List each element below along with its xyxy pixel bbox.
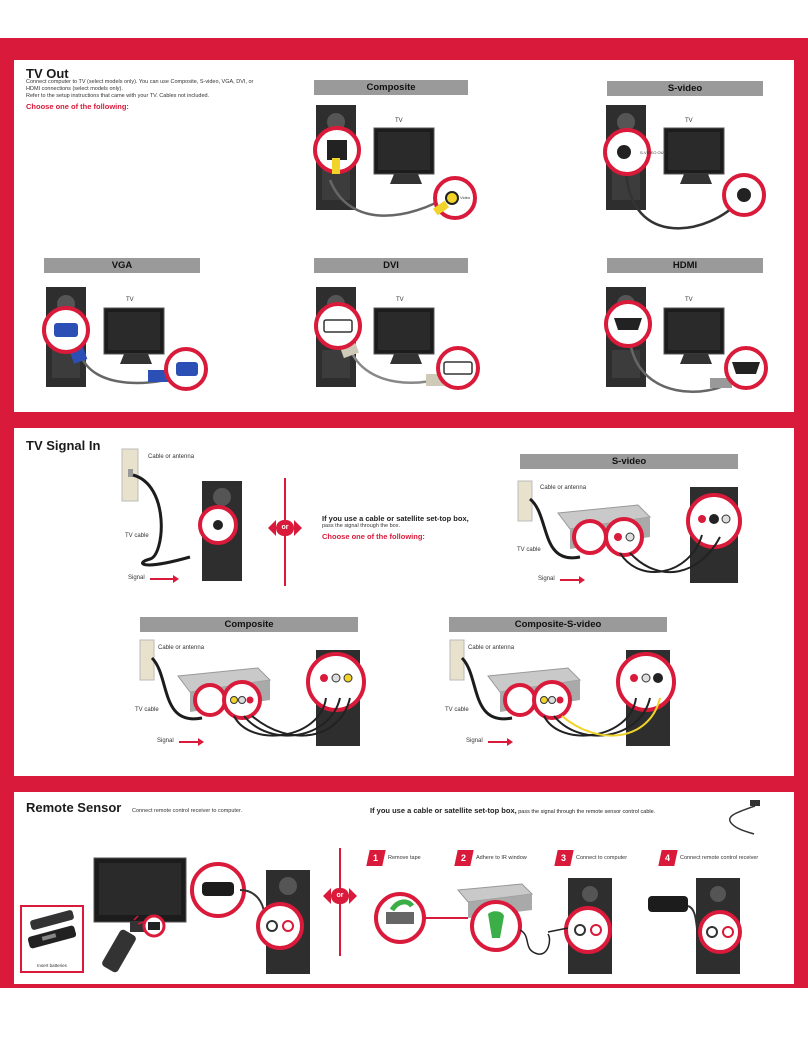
signal-composite-svideo-diagram — [449, 639, 676, 746]
or-badge-signal-text: or — [276, 520, 294, 536]
svideo-signal-indicator: Signal — [538, 576, 598, 584]
composite-diagram — [313, 105, 477, 220]
step-2-number: 2 — [454, 850, 474, 866]
step-4-label: Connect remote control receiver — [680, 855, 759, 861]
or-badge-remote: or — [323, 888, 357, 904]
step-1-label: Remove tape — [388, 855, 421, 861]
svideo-signal-label: Signal — [538, 576, 555, 582]
composite-signal-indicator: Signal — [157, 738, 217, 746]
dvi-tv-label: TV — [396, 297, 404, 303]
option-bar-dvi: DVI — [314, 258, 468, 273]
option-bar-hdmi: HDMI — [607, 258, 763, 273]
remote-sensor-diagram — [93, 857, 310, 974]
signal-in-main-diagram — [121, 448, 242, 581]
option-bar-svideo: S-video — [607, 81, 763, 96]
remote-sensor-title: Remote Sensor — [26, 800, 122, 815]
composite-svideo-signal-label: Signal — [466, 738, 483, 744]
step-3-number: 3 — [554, 850, 574, 866]
svideo-tv-label: TV — [685, 118, 693, 124]
or-badge-remote-text: or — [331, 888, 349, 904]
remote-settop-text: If you use a cable or satellite set-top … — [370, 806, 655, 815]
vga-tv-label: TV — [126, 297, 134, 303]
insert-batteries-box: Insert batteries — [20, 905, 84, 973]
remote-batteries-icon — [27, 910, 77, 949]
tv-out-title: TV Out — [26, 66, 69, 81]
tv-out-desc-2: HDMI connections (select models only). — [26, 86, 123, 92]
svideo-cable-antenna-label: Cable or antenna — [540, 485, 587, 491]
settop-line-2: pass the signal through the box. — [322, 523, 400, 529]
step-3-label: Connect to computer — [576, 855, 628, 861]
svideo-tv-cable-label: TV cable — [517, 547, 541, 553]
main-signal-label: Signal — [128, 575, 145, 581]
composite-signal-label: Signal — [157, 738, 174, 744]
or-badge-signal: or — [268, 520, 302, 536]
step-2-label: Adhere to IR window — [476, 855, 527, 861]
composite-svideo-cable-antenna-label: Cable or antenna — [468, 645, 515, 651]
composite-svideo-tv-cable-label: TV cable — [445, 707, 469, 713]
ir-cable-icon — [729, 800, 760, 835]
composite-svideo-signal-indicator: Signal — [466, 738, 526, 746]
tv-signal-in-title: TV Signal In — [26, 438, 101, 453]
composite-tv-label: TV — [395, 118, 403, 124]
settop-line-1: If you use a cable or satellite set-top … — [322, 514, 469, 523]
vga-diagram — [42, 287, 208, 391]
remote-settop-rest: pass the signal through the remote senso… — [516, 809, 656, 815]
composite-video-port-label: Video — [460, 195, 471, 200]
tv-out-choose: Choose one of the following: — [26, 102, 129, 111]
insert-batteries-label: Insert batteries — [37, 963, 67, 968]
signal-composite-diagram — [139, 639, 366, 746]
hdmi-diagram — [604, 287, 768, 393]
option-bar-vga: VGA — [44, 258, 200, 273]
main-signal-indicator: Signal — [128, 575, 188, 583]
composite-cable-antenna-label: Cable or antenna — [158, 645, 205, 651]
svideo-out-port-label: S-VIDEO OUT — [640, 150, 667, 155]
dvi-diagram — [314, 287, 480, 390]
signal-in-choose: Choose one of the following: — [322, 532, 425, 541]
signal-bar-svideo: S-video — [520, 454, 738, 469]
signal-svideo-diagram — [517, 480, 742, 583]
remote-settop-bold: If you use a cable or satellite set-top … — [370, 806, 517, 815]
signal-bar-composite: Composite — [140, 617, 358, 632]
step-4-number: 4 — [658, 850, 678, 866]
signal-bar-composite-svideo: Composite-S-video — [449, 617, 667, 632]
composite-tv-cable-label: TV cable — [135, 707, 159, 713]
main-tv-cable-label: TV cable — [125, 533, 149, 539]
tv-out-desc-1: Connect computer to TV (select models on… — [26, 79, 254, 85]
remote-steps-diagram — [374, 878, 742, 974]
svideo-diagram — [603, 105, 766, 230]
option-bar-composite: Composite — [314, 80, 468, 95]
hdmi-tv-label: TV — [685, 297, 693, 303]
step-1-number: 1 — [366, 850, 386, 866]
main-cable-antenna-label: Cable or antenna — [148, 454, 195, 460]
tv-out-desc-3: Refer to the setup instructions that cam… — [26, 93, 210, 99]
remote-sensor-desc: Connect remote control receiver to compu… — [132, 808, 243, 814]
